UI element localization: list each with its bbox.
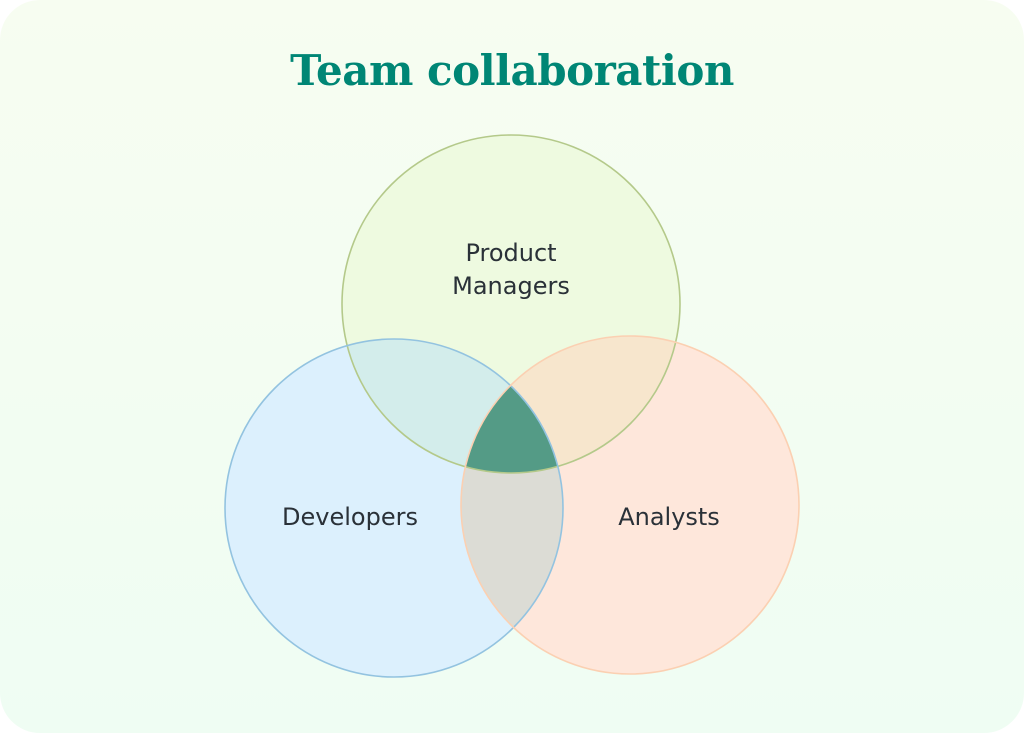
label-developers: Developers	[282, 503, 418, 531]
intersection-pm-developers	[342, 339, 563, 473]
diagram-title: Team collaboration	[290, 46, 734, 95]
label-analysts: Analysts	[618, 503, 720, 531]
label-product-managers-line2: Managers	[452, 272, 570, 300]
outline-analysts	[460, 335, 800, 675]
outline-product-managers	[341, 134, 681, 474]
outline-developers	[224, 338, 564, 678]
label-product-managers-line1: Product	[465, 239, 556, 267]
intersection-pm-analysts	[461, 336, 680, 473]
